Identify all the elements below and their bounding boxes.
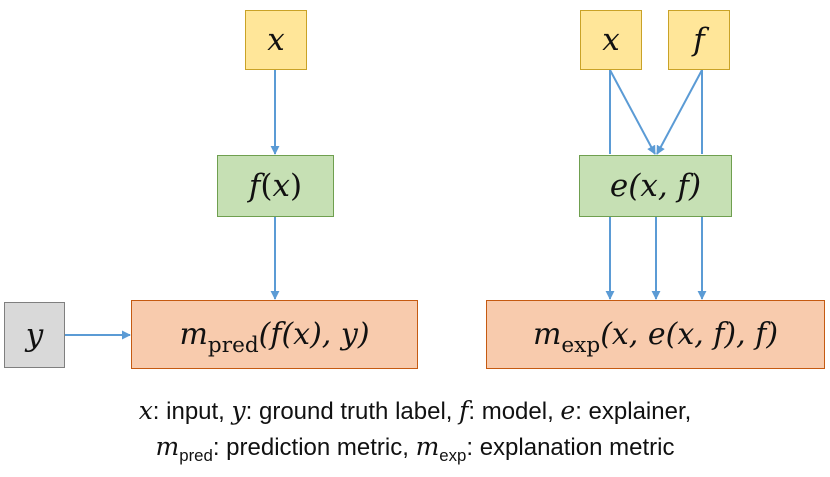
caption-sym-f: f — [459, 396, 469, 425]
caption-sym-e: e — [560, 396, 576, 425]
input-x-node: x — [245, 10, 307, 70]
caption-desc-f: : model, — [468, 398, 561, 425]
caption-desc-x: : input, — [152, 398, 232, 425]
model-fx-node: f(x) — [217, 155, 334, 217]
input-x-symbol-right: x — [602, 22, 620, 58]
model-f-node: f — [668, 10, 730, 70]
model-open-paren: ( — [260, 168, 273, 204]
explainer-func-symbol: e — [609, 168, 629, 204]
input-x-node-right: x — [580, 10, 642, 70]
arrow-x-to-e-diagonal — [609, 69, 656, 155]
prediction-metric-label: mpred(f(x), y) — [179, 317, 370, 358]
prediction-metric-node: mpred(f(x), y) — [131, 300, 418, 369]
explainer-args: (x, f) — [628, 168, 702, 204]
model-arg-symbol: x — [272, 168, 290, 204]
caption-desc-mpred: : prediction metric, — [212, 434, 416, 461]
exp-metric-args: (x, e(x, f), f) — [600, 317, 779, 352]
model-f-symbol: f — [693, 22, 705, 58]
exp-metric-subscript: exp — [561, 333, 601, 359]
pred-metric-args: (f(x), y) — [258, 317, 370, 352]
caption-sub-exp: exp — [439, 446, 467, 466]
pred-metric-subscript: pred — [207, 333, 259, 359]
label-y-symbol: y — [25, 317, 44, 353]
explanation-metric-label: mexp(x, e(x, f), f) — [532, 317, 779, 358]
caption-sym-x: x — [138, 396, 153, 425]
label-y-node: y — [4, 302, 65, 368]
caption-line-1: x: input, y: ground truth label, f: mode… — [0, 396, 830, 426]
arrow-f-to-e-diagonal — [656, 69, 703, 155]
model-func-symbol: f — [248, 168, 261, 204]
exp-metric-symbol: m — [532, 317, 562, 352]
caption-sub-pred: pred — [179, 446, 213, 466]
caption-desc-e: : explainer, — [575, 398, 692, 425]
caption-line-2: mpred: prediction metric, mexp: explanat… — [0, 432, 830, 466]
caption-sym-mpred: m — [155, 432, 180, 461]
model-close-paren: ) — [289, 168, 303, 204]
input-x-symbol: x — [267, 22, 285, 58]
caption-desc-y: : ground truth label, — [245, 398, 460, 425]
caption-sym-y: y — [231, 396, 246, 425]
explanation-metric-node: mexp(x, e(x, f), f) — [486, 300, 825, 369]
caption-sym-mexp: m — [415, 432, 440, 461]
pred-metric-symbol: m — [179, 317, 208, 352]
caption-desc-mexp: : explanation metric — [466, 434, 675, 461]
explainer-label: e(x, f) — [610, 168, 701, 204]
model-fx-label: f(x) — [249, 168, 302, 204]
explainer-node: e(x, f) — [579, 155, 732, 217]
